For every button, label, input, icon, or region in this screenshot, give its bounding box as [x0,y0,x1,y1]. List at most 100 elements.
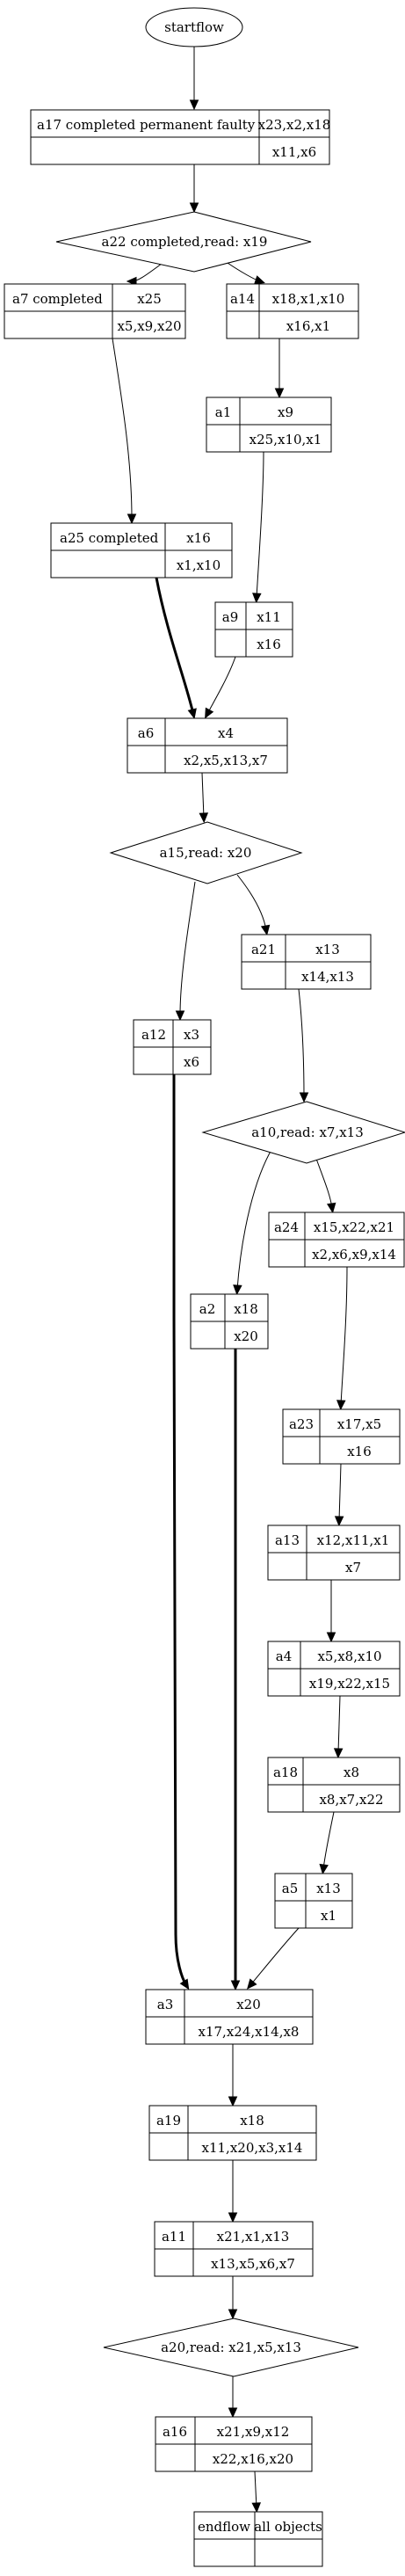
node-a1: a1 x9 x25,x10,x1 [206,397,332,453]
end-node: endflow all objects [193,2511,323,2567]
node-a3-top: x20 [236,1997,261,2012]
node-a12-top: x3 [184,1027,199,1043]
arrowhead-a18-a5 [319,1863,329,1875]
node-a14-label: a14 [230,291,255,307]
arrowhead-a12-a3 [179,1978,190,1990]
arrowhead-a17-a22 [189,202,199,214]
node-a11: a11 x21,x1,x13 x13,x5,x6,x7 [154,2221,314,2277]
node-a18: a18 x8 x8,x7,x22 [267,1757,401,1813]
node-a23: a23 x17,x5 x16 [282,1408,401,1465]
node-a13-top: x12,x11,x1 [317,1532,390,1548]
node-a13-bottom: x7 [345,1560,361,1575]
arrowhead-a13-a4 [326,1632,336,1643]
arrowhead-a5-a3 [247,1978,257,1990]
edge-a15-a12 [179,881,196,1016]
node-a19: a19 x18 x11,x20,x3,x14 [148,2105,317,2161]
edge-a12-a3 [172,1073,188,1986]
node-a18-label: a18 [273,1765,298,1780]
edge-a18-a5 [322,1811,335,1870]
node-a11-bottom: x13,x5,x6,x7 [211,2256,295,2272]
node-a12: a12 x3 x6 [133,1019,212,1075]
node-a9: a9 x11 x16 [214,601,293,658]
arrowhead-a10-a24 [327,1202,336,1214]
arrowhead-a7-a25 [127,513,137,525]
edge-a5-a3 [250,1927,300,1986]
node-a24: a24 x15,x22,x21 x2,x6,x9,x14 [268,1212,405,1268]
node-a24-top: x15,x22,x21 [314,1219,394,1235]
node-a22-label: a22 completed,read: x19 [102,234,268,250]
node-a4-top: x5,x8,x10 [317,1648,381,1664]
node-a11-top: x21,x1,x13 [217,2229,290,2245]
node-a2: a2 x18 x20 [190,1293,269,1350]
node-a16: a16 x21,x9,x12 x22,x16,x20 [155,2416,313,2472]
edge-a6-a15 [201,772,205,819]
node-a19-bottom: x11,x20,x3,x14 [202,2140,303,2156]
node-a1-bottom: x25,x10,x1 [250,432,322,448]
node-a20-label: a20,read: x21,x5,x13 [161,2340,301,2355]
node-a1-label: a1 [215,404,232,420]
arrowhead-start-a17 [189,99,199,111]
arrowhead-a25-a6 [187,708,197,720]
node-a16-bottom: x22,x16,x20 [213,2451,293,2467]
node-a11-label: a11 [162,2229,186,2245]
node-a18-top: x8 [344,1765,359,1780]
edge-a22-a14 [224,260,261,282]
node-a25: a25 completed x16 x1,x10 [50,522,233,579]
edge-a4-a18 [337,1695,341,1754]
edge-a25-a6 [155,577,195,715]
edge-a16-end [254,2470,257,2508]
node-a18-bottom: x8,x7,x22 [319,1792,383,1808]
edge-a10-a24 [315,1158,333,1209]
node-a2-bottom: x20 [234,1328,258,1344]
node-a6: a6 x4 x2,x5,x13,x7 [127,717,288,774]
node-a21-bottom: x14,x13 [301,969,354,985]
node-a5-label: a5 [282,1881,299,1896]
edge-a1-a9 [256,451,264,599]
node-a3-label: a3 [157,1997,174,2012]
node-a17-bottom: x11,x6 [272,144,316,160]
node-a7-top: x25 [137,291,162,307]
node-a21: a21 x13 x14,x13 [241,934,372,990]
edge-a7-a25 [112,338,133,520]
node-a4-bottom: x19,x22,x15 [309,1676,390,1692]
node-a2-label: a2 [199,1301,216,1317]
node-a17: a17 completed permanent faulty x23,x2,x1… [30,109,331,165]
arrowhead-a22-a7 [126,276,137,287]
arrowhead-a10-a2 [233,1284,242,1296]
node-a13: a13 x12,x11,x1 x7 [267,1524,401,1581]
node-a6-bottom: x2,x5,x13,x7 [184,753,268,768]
arrowhead-a6-a15 [199,812,209,824]
node-a9-bottom: x16 [257,637,281,652]
edge-a24-a23 [340,1266,348,1406]
node-a20: a20,read: x21,x5,x13 [103,2318,359,2377]
node-a17-top: x23,x2,x18 [258,117,331,133]
node-a4: a4 x5,x8,x10 x19,x22,x15 [267,1641,401,1697]
node-a10-label: a10,read: x7,x13 [251,1124,364,1140]
node-a7: a7 completed x25 x5,x9,x20 [4,283,186,339]
arrowhead-a21-a10 [299,1092,309,1103]
node-a1-top: x9 [278,404,293,420]
edge-a10-a2 [236,1147,273,1291]
arrowhead-a15-a12 [175,1010,185,1022]
arrowhead-a9-a6 [205,707,214,719]
node-a5-bottom: x1 [321,1908,336,1924]
arrowhead-a11-a20 [228,2309,238,2320]
edge-a15-a21 [236,874,267,931]
edge-a9-a6 [206,656,236,715]
node-a13-label: a13 [275,1532,300,1548]
node-a14-bottom: x16,x1 [286,318,330,334]
node-a16-label: a16 [163,2424,187,2440]
arrowhead-a4-a18 [333,1748,344,1759]
node-a17-label: a17 completed permanent faulty [37,117,256,133]
edge-a23-a13 [338,1463,342,1522]
node-a15-label: a15,read: x20 [160,845,252,861]
arrowhead-a20-a16 [228,2407,238,2419]
arrowhead-a2-a3 [230,1980,241,1991]
arrowhead-a3-a19 [228,2096,238,2107]
node-a3: a3 x20 x17,x24,x14,x8 [145,1989,314,2045]
arrowhead-a23-a13 [334,1516,344,1527]
node-a14-top: x18,x1,x10 [272,291,345,307]
arrowhead-a15-a21 [260,924,271,936]
node-a25-label: a25 completed [60,530,159,546]
